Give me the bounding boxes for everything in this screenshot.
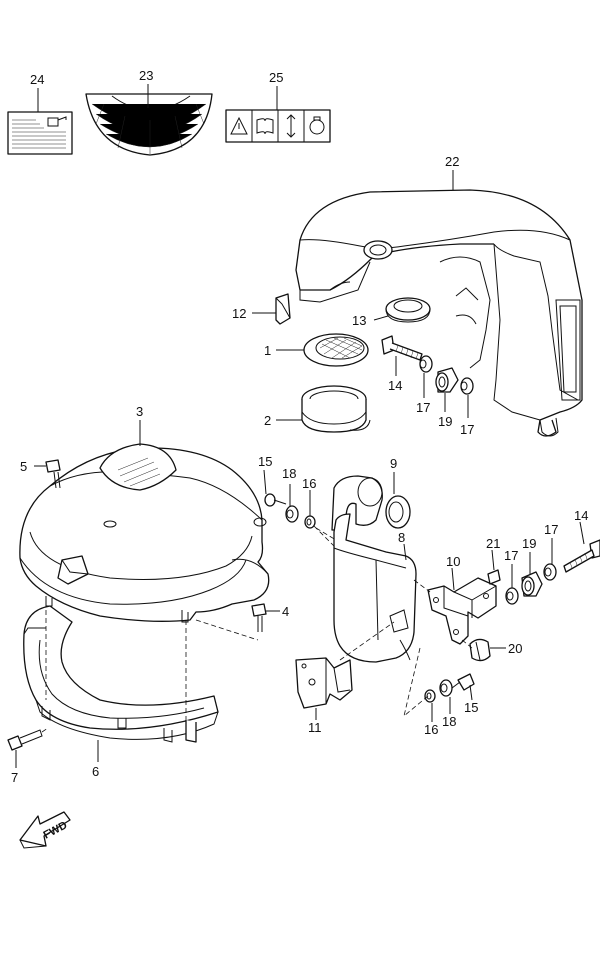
label-17-c: 17: [504, 548, 518, 563]
part-15-bolt-a: [264, 493, 287, 507]
part-18-collar-a: [285, 505, 299, 523]
part-11-bracket: [295, 657, 353, 709]
part-10-bracket: [427, 577, 497, 645]
part-17-collar-d: [543, 563, 557, 581]
label-18-a: 18: [282, 466, 296, 481]
label-16-b: 16: [424, 722, 438, 737]
label-15-b: 15: [464, 700, 478, 715]
part-2-ring-seal: [301, 385, 371, 433]
label-14-right: 14: [574, 508, 588, 523]
part-21-screw: [487, 569, 501, 585]
label-17-d: 17: [544, 522, 558, 537]
label-7: 7: [11, 770, 18, 785]
part-7-bolt: [7, 729, 43, 751]
part-4-bolt: [251, 603, 267, 632]
part-22-silencer-case: [295, 189, 583, 437]
label-14-upper: 14: [388, 378, 402, 393]
part-3-flywheel-cover: [19, 443, 270, 623]
label-6: 6: [92, 764, 99, 779]
part-16-washer-b: [424, 689, 436, 703]
label-12: 12: [232, 306, 246, 321]
part-1-screen-filter: [303, 333, 369, 367]
label-20: 20: [508, 641, 522, 656]
label-11: 11: [308, 720, 322, 735]
part-24-decal: [7, 111, 73, 155]
part-14-bolt-right: [563, 539, 600, 573]
label-8: 8: [398, 530, 405, 545]
part-17-collar-b: [460, 377, 474, 395]
part-20-clamp: [469, 638, 491, 662]
part-17-collar-a: [419, 355, 433, 373]
label-18-b: 18: [442, 714, 456, 729]
up-down-arrow-icon: [286, 114, 296, 138]
label-2: 2: [264, 413, 271, 428]
fwd-arrow-icon: [19, 811, 71, 849]
label-9: 9: [390, 456, 397, 471]
label-4: 4: [282, 604, 289, 619]
label-16-a: 16: [302, 476, 316, 491]
part-17-collar-c: [505, 587, 519, 605]
part-5-bolt: [45, 459, 61, 489]
label-5: 5: [20, 459, 27, 474]
label-3: 3: [136, 404, 143, 419]
part-13-grommet: [385, 297, 431, 323]
part-16-washer-a: [304, 515, 316, 529]
label-22: 22: [445, 154, 459, 169]
label-21: 21: [486, 536, 500, 551]
warning-icon: [230, 116, 248, 135]
part-8-resonator: [333, 513, 417, 663]
label-10: 10: [446, 554, 460, 569]
label-17-a: 17: [416, 400, 430, 415]
label-23: 23: [139, 68, 153, 83]
label-19-b: 19: [522, 536, 536, 551]
part-18-collar-b: [439, 679, 453, 697]
label-15-a: 15: [258, 454, 272, 469]
part-19-grommet-b: [521, 571, 543, 597]
label-13: 13: [352, 313, 366, 328]
part-19-grommet-a: [435, 367, 459, 393]
engine-icon: [309, 116, 325, 135]
part-6-lower-cover: [23, 605, 219, 743]
label-19-a: 19: [438, 414, 452, 429]
part-14-bolt-upper: [381, 335, 423, 361]
part-23-arc-decal: [85, 93, 213, 156]
part-12-clip: [275, 293, 291, 325]
label-17-b: 17: [460, 422, 474, 437]
manual-book-icon: [256, 118, 274, 135]
part-25-warning-decal: [225, 109, 331, 143]
label-24: 24: [30, 72, 44, 87]
label-25: 25: [269, 70, 283, 85]
label-1: 1: [264, 343, 271, 358]
